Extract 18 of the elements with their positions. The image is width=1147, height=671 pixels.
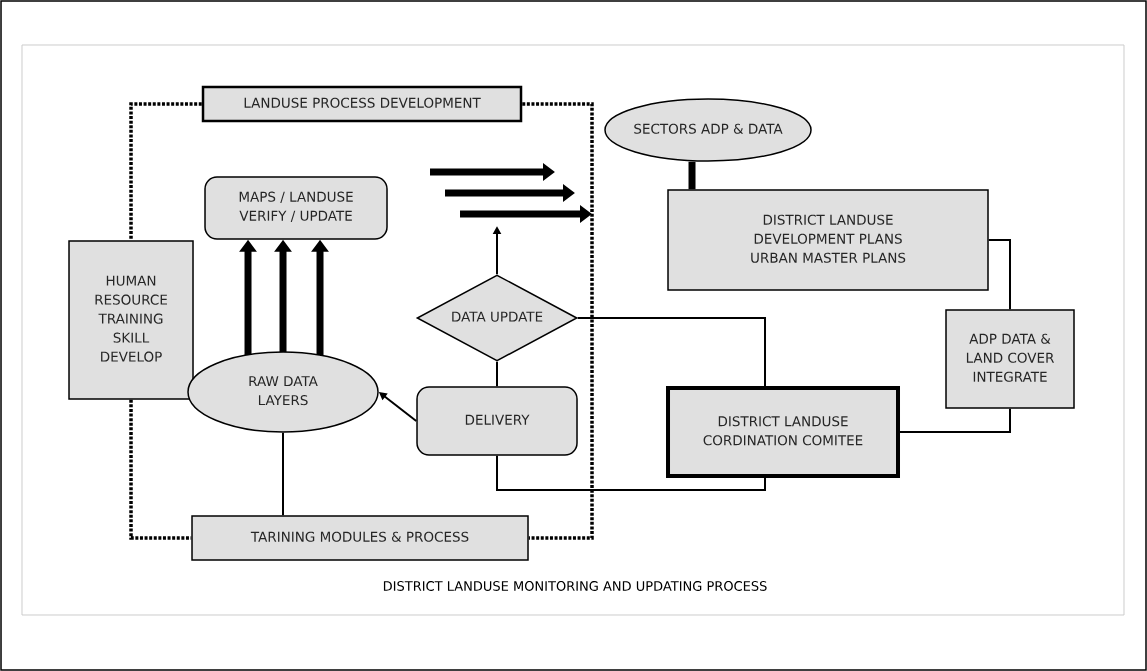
dotted-connector <box>129 102 202 241</box>
dotted-connector <box>522 102 594 540</box>
process-box: TARINING MODULES & PROCESS <box>191 515 529 561</box>
connector <box>282 431 284 517</box>
process-box: DISTRICT LANDUSE CORDINATION COMITEE <box>666 386 900 478</box>
process-box: HUMAN RESOURCE TRAINING SKILL DEVELOP <box>68 240 194 400</box>
process-box: LANDUSE PROCESS DEVELOPMENT <box>201 85 523 123</box>
rounded-box: MAPS / LANDUSE VERIFY / UPDATE <box>204 176 388 240</box>
connector <box>496 454 766 491</box>
connector <box>899 407 1011 433</box>
connector <box>496 360 498 388</box>
dotted-connector <box>129 399 192 540</box>
caption: DISTRICT LANDUSE MONITORING AND UPDATING PROCESS <box>383 581 767 591</box>
rounded-box: DELIVERY <box>416 386 578 456</box>
process-box: DISTRICT LANDUSE DEVELOPMENT PLANS URBAN MASTER PLANS <box>667 189 989 291</box>
process-box: ADP DATA & LAND COVER INTEGRATE <box>945 309 1075 409</box>
connector <box>987 239 1011 311</box>
connector <box>576 317 766 387</box>
